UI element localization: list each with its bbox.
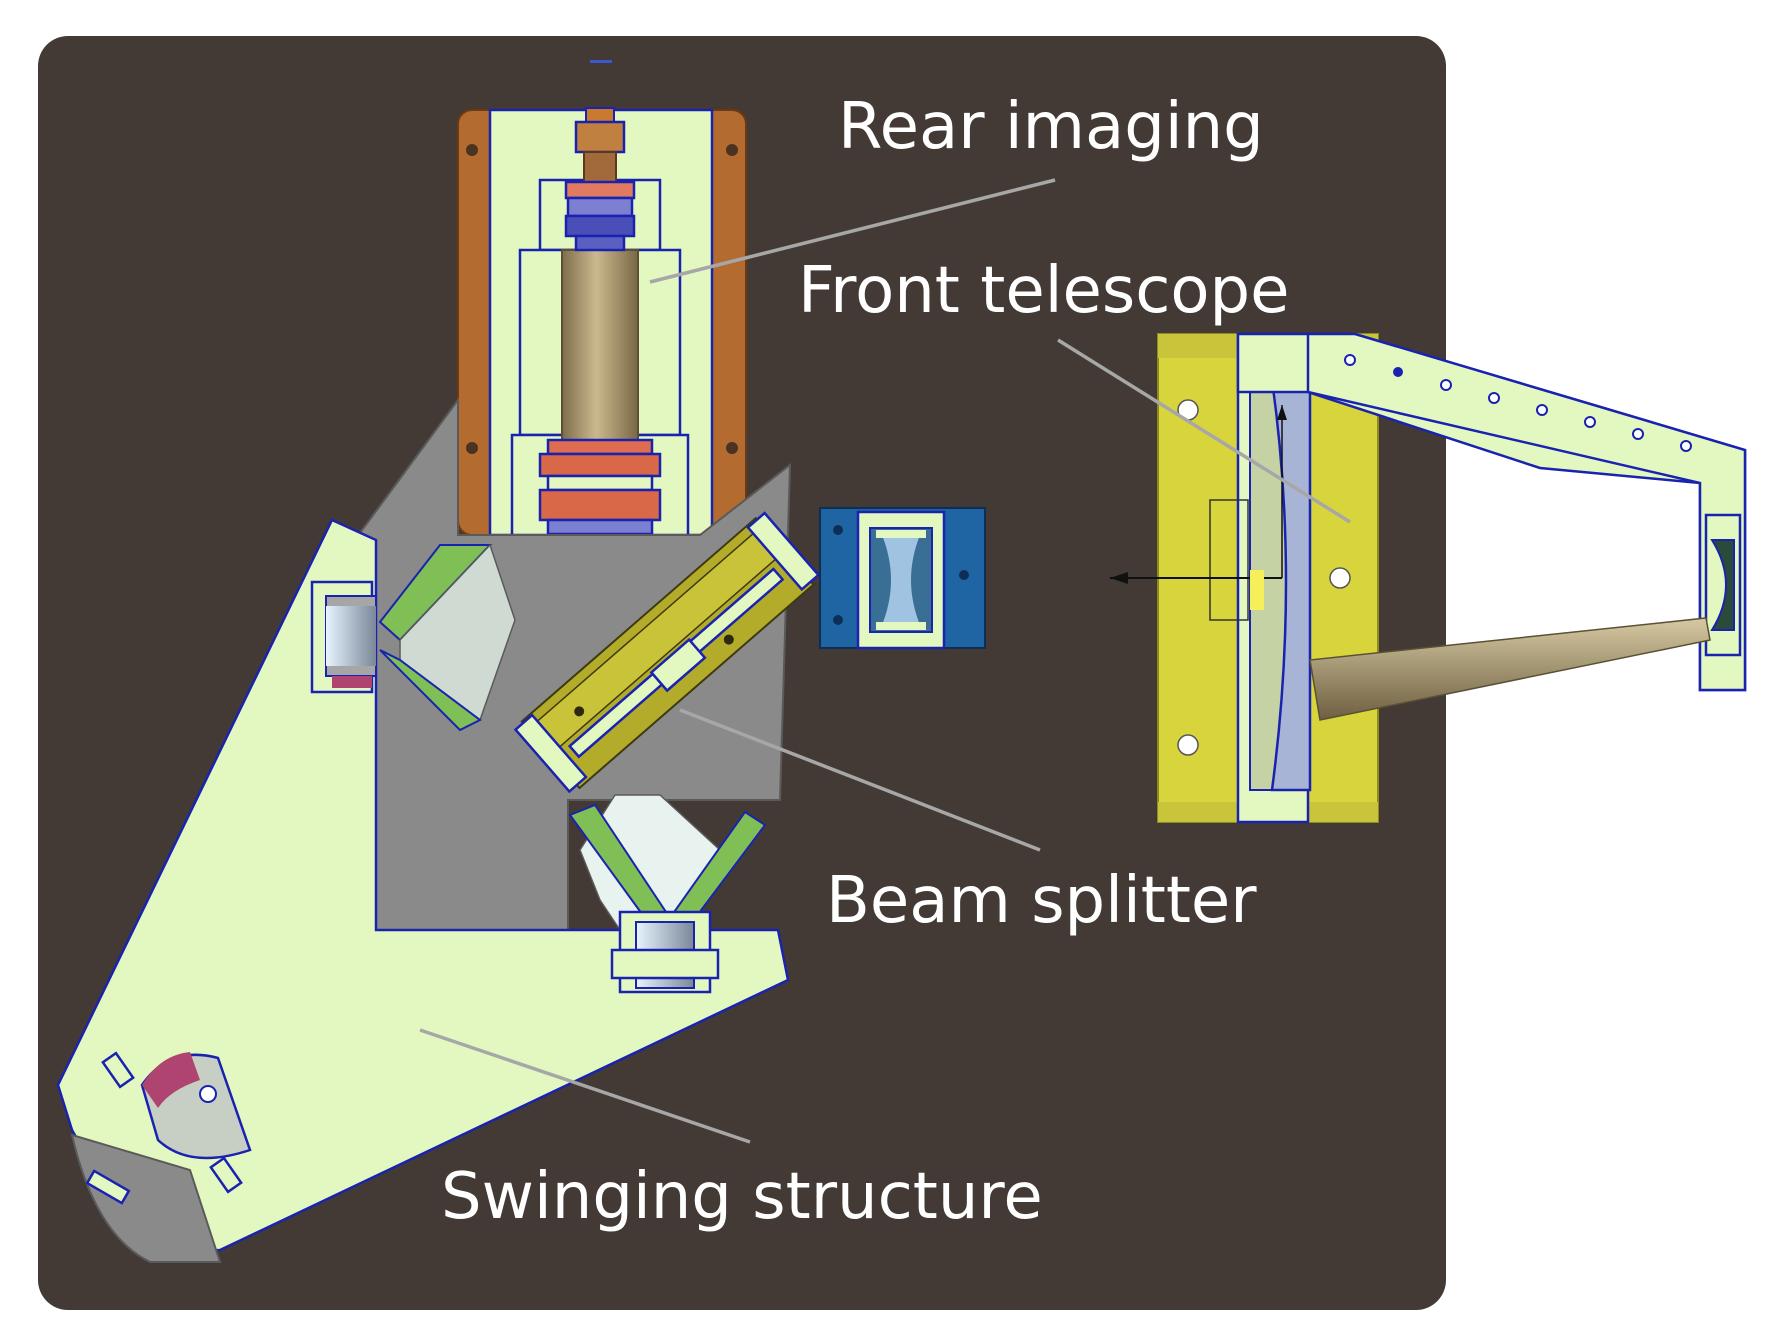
- pivot-gray-base: [70, 1133, 222, 1263]
- leader-line-beam-splitter: [679, 708, 1041, 852]
- left-prism-green-lower: [379, 649, 482, 732]
- leader-line-front-telescope: [1057, 338, 1351, 524]
- bottom-prism-group: [568, 794, 767, 994]
- front-telescope-truss: [1309, 617, 1711, 721]
- swinging-structure-plate: [56, 518, 790, 1254]
- swinging-structure-assembly: [56, 518, 790, 1263]
- leader-line-swinging-structure: [419, 1028, 751, 1144]
- front-telescope-mirror: [1270, 378, 1312, 792]
- pivot-pin: [199, 1085, 217, 1103]
- label-swinging-structure: Swinging structure: [441, 1160, 1043, 1234]
- beam-splitter-assembly: [513, 511, 821, 794]
- label-rear-imaging: Rear imaging: [838, 90, 1264, 164]
- left-prism-group: [310, 543, 516, 732]
- label-beam-splitter: Beam splitter: [826, 864, 1257, 938]
- left-prism-glass: [399, 543, 516, 722]
- front-telescope-assembly: [1110, 332, 1747, 824]
- label-front-telescope: Front telescope: [798, 254, 1290, 328]
- blue-lens-mount: [819, 507, 986, 650]
- leader-line-rear-imaging: [649, 178, 1056, 284]
- rear-imaging-barrel: [561, 249, 639, 441]
- rear-imaging-assembly: [457, 60, 747, 537]
